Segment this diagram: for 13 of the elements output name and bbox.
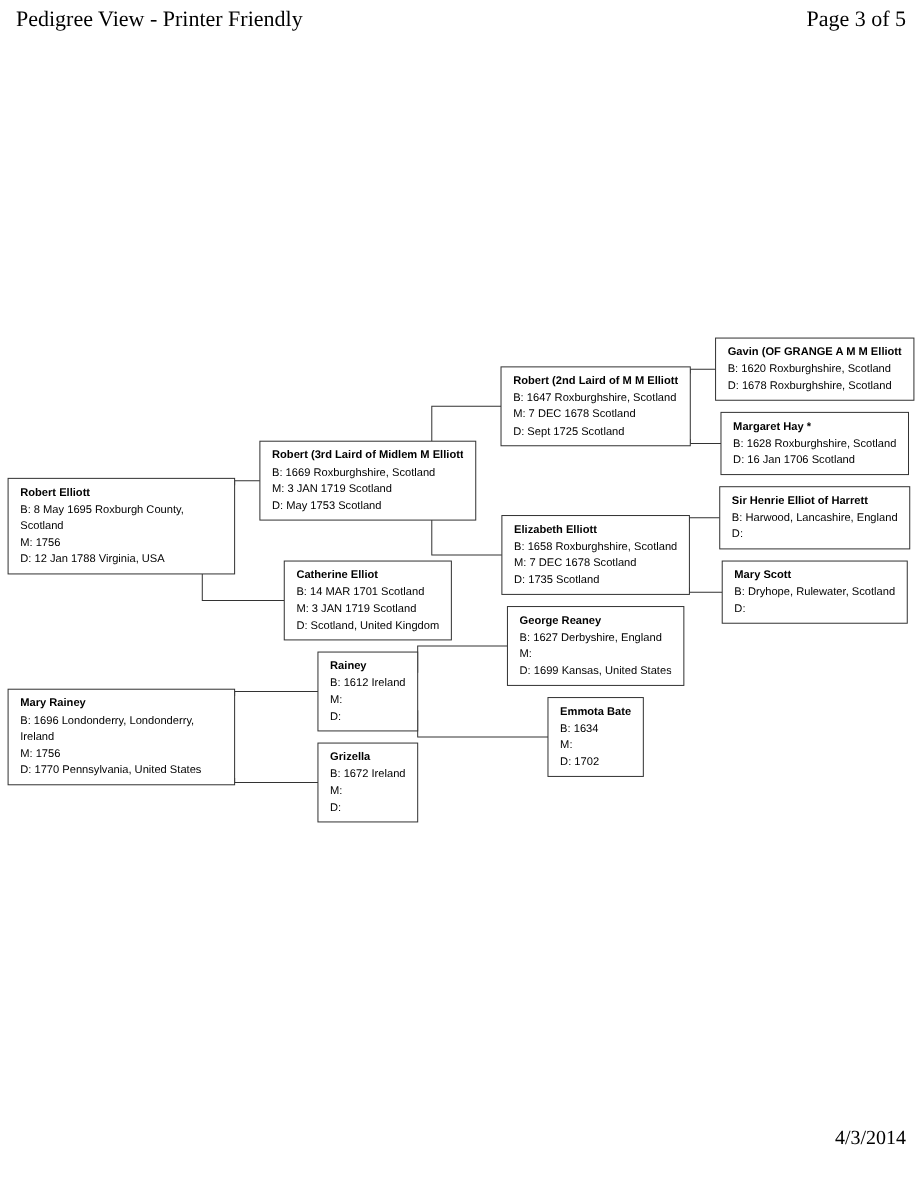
connector xyxy=(234,691,319,697)
print-date: 4/3/2014 xyxy=(834,1128,906,1150)
connector xyxy=(201,573,285,601)
connector xyxy=(688,517,721,523)
connector xyxy=(689,368,717,375)
connector xyxy=(431,519,503,556)
connector xyxy=(234,480,261,486)
connector xyxy=(688,586,723,593)
connector xyxy=(234,777,319,783)
connector xyxy=(689,438,722,444)
page-title: Pedigree View - Printer Friendly xyxy=(16,8,303,32)
connector xyxy=(431,405,502,442)
page-number: Page 3 of 5 xyxy=(806,8,906,32)
